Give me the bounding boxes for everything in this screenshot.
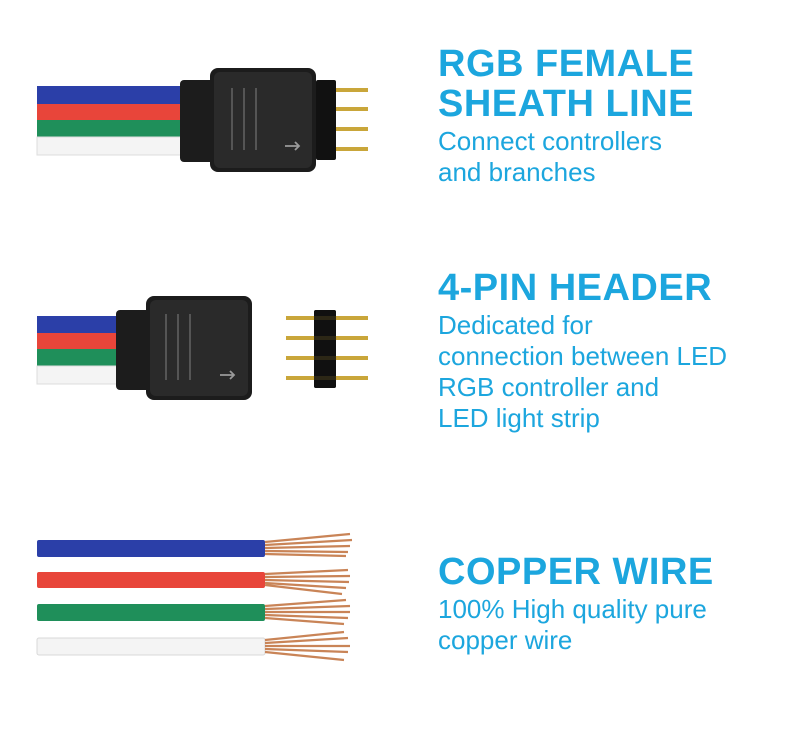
section-description: Connect controllers and branches <box>438 126 662 187</box>
section-title: RGB FEMALE SHEATH LINE <box>438 43 695 125</box>
wire-blue <box>37 316 127 333</box>
section-title: COPPER WIRE <box>438 551 714 593</box>
section-copper-wire: COPPER WIRE 100% High quality pure coppe… <box>0 490 800 732</box>
section-description: Dedicated for connection between LED RGB… <box>438 310 728 433</box>
copper-strands <box>264 532 353 558</box>
copper-wire-icon <box>36 532 353 662</box>
pin-2 <box>336 107 368 111</box>
wire-white <box>36 136 188 156</box>
pin-1 <box>336 88 368 92</box>
arrow-mark <box>285 141 301 151</box>
section-rgb-female-sheath-line: RGB FEMALE SHEATH LINE Connect controlle… <box>0 0 800 240</box>
connector-face <box>214 72 312 168</box>
rgb-female-connector-icon <box>36 68 368 172</box>
pin-housing <box>316 80 336 160</box>
connector-strain-relief <box>180 80 216 162</box>
wire-blue <box>37 540 265 557</box>
copper-strands <box>264 598 351 626</box>
connector-face <box>150 300 248 396</box>
wire-white <box>36 637 266 656</box>
wire-white <box>36 365 128 385</box>
pin-3 <box>336 127 368 131</box>
section-title: 4-PIN HEADER <box>438 267 713 309</box>
wire-green <box>37 349 127 366</box>
pin-4 <box>336 147 368 151</box>
copper-strands <box>264 630 350 662</box>
wire-green <box>37 120 187 137</box>
section-description: 100% High quality pure copper wire <box>438 594 707 655</box>
arrow-mark <box>220 370 236 380</box>
wire-green <box>37 604 265 621</box>
4-pin-header-icon <box>36 296 368 400</box>
section-text: RGB FEMALE SHEATH LINE Connect controlle… <box>438 44 694 188</box>
wire-red <box>37 572 265 588</box>
wire-red <box>37 104 187 120</box>
section-text: 4-PIN HEADER Dedicated for connection be… <box>438 268 727 434</box>
copper-strands <box>264 568 351 596</box>
section-text: COPPER WIRE 100% High quality pure coppe… <box>438 552 714 656</box>
wire-red <box>37 333 127 349</box>
wire-blue <box>37 86 187 104</box>
section-4-pin-header: 4-PIN HEADER Dedicated for connection be… <box>0 240 800 490</box>
connector-strain-relief <box>116 310 152 390</box>
